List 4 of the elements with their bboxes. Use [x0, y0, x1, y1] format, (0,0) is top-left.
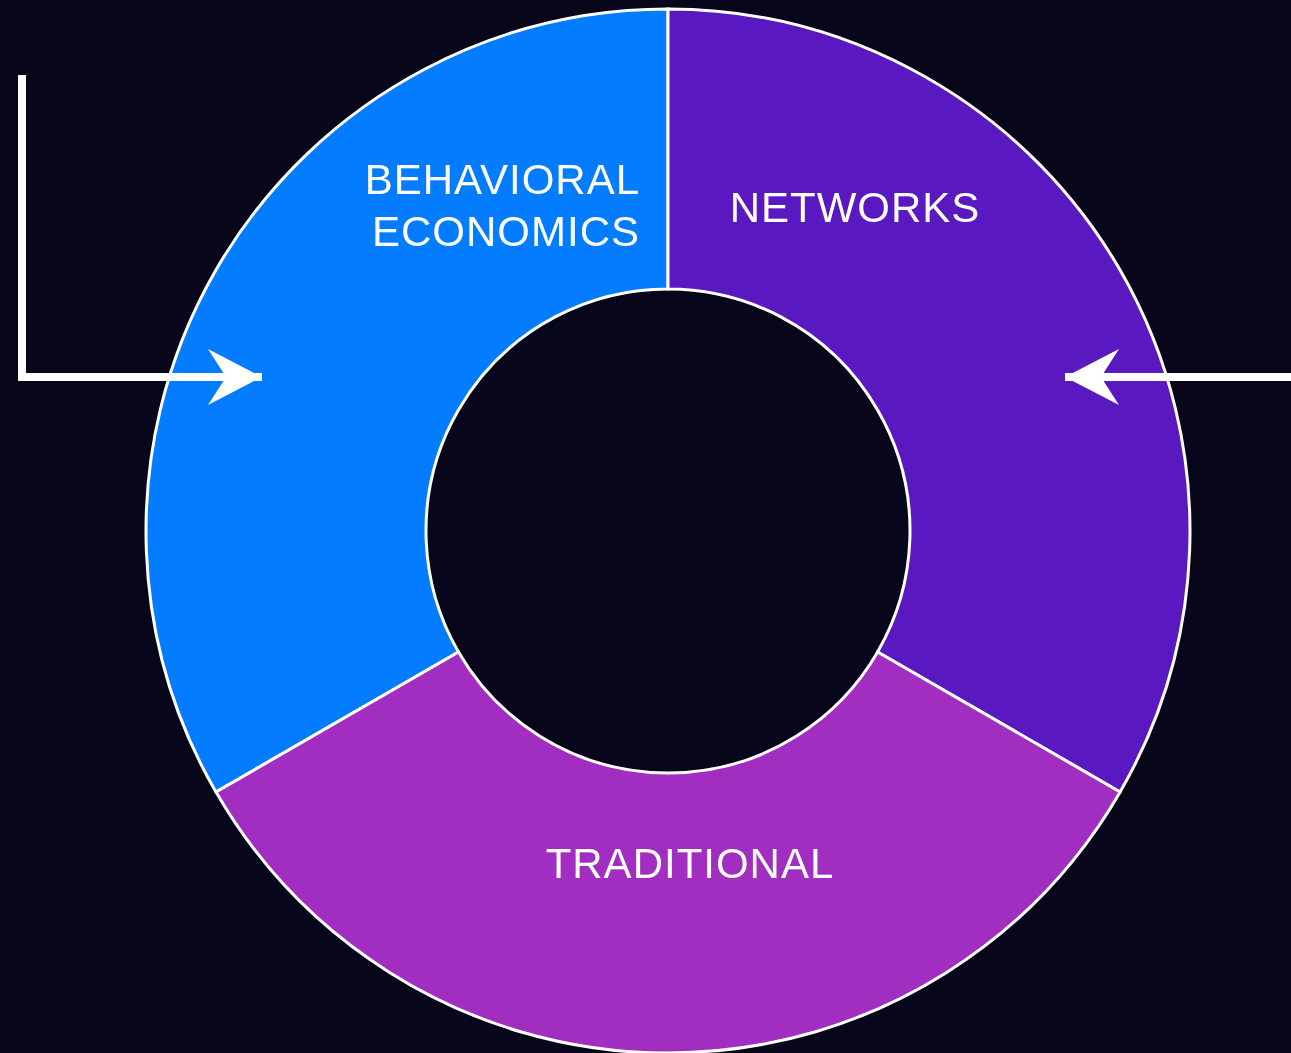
segment-label: BEHAVIORAL ECONOMICS — [363, 155, 640, 257]
segment-label: NETWORKS — [728, 183, 982, 233]
segment-label: TRADITIONAL — [544, 839, 836, 889]
arrow — [1065, 349, 1291, 405]
